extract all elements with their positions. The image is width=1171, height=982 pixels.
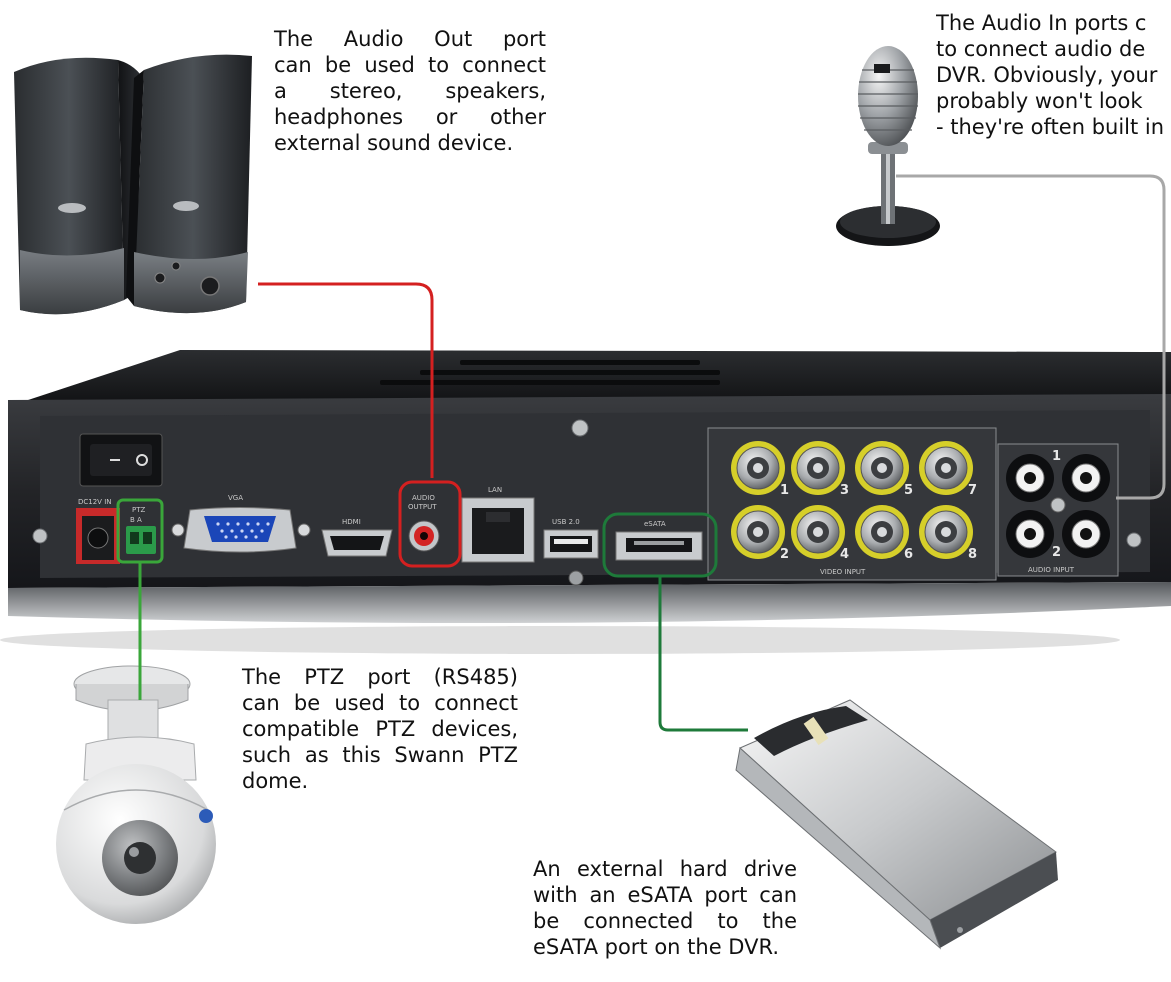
esata-caption-line: be connected to the xyxy=(533,909,797,933)
audio-out-caption-line: can be used to connect xyxy=(274,53,546,77)
audio-out-caption: The Audio Out port can be used to connec… xyxy=(274,26,546,156)
audio-input-port xyxy=(1062,510,1110,558)
audio-output-label-line1: AUDIO xyxy=(412,494,435,502)
vga-label: VGA xyxy=(228,494,243,502)
ptz-pins-label: B A xyxy=(130,516,142,524)
video-input-port xyxy=(731,505,785,559)
video-input-port xyxy=(919,441,973,495)
ptz-label: PTZ xyxy=(132,506,145,514)
esata-connector-line xyxy=(658,576,748,732)
ptz-caption-line: compatible PTZ devices, xyxy=(242,717,518,741)
audio-input-ports xyxy=(1006,454,1110,558)
audio-out-caption-line: external sound device. xyxy=(274,131,514,155)
video-channel-number: 7 xyxy=(968,483,977,498)
hdmi-label: HDMI xyxy=(342,518,361,526)
video-channel-number: 6 xyxy=(904,547,913,562)
speakers-image xyxy=(14,54,252,315)
audio-in-caption-line: probably won't look xyxy=(936,89,1143,113)
audio-out-caption-line: headphones or other xyxy=(274,105,546,129)
video-channel-number: 1 xyxy=(780,483,789,498)
audio-out-caption-line: a stereo, speakers, xyxy=(274,79,546,103)
video-channel-number: 2 xyxy=(780,547,789,562)
video-input-port xyxy=(731,441,785,495)
external-hard-drive-image xyxy=(735,699,1058,950)
video-channel-number: 4 xyxy=(840,547,849,562)
audio-in-caption-line: The Audio In ports c xyxy=(936,11,1147,35)
esata-caption-line: eSATA port on the DVR. xyxy=(533,935,779,959)
video-input-port xyxy=(855,441,909,495)
video-input-label: VIDEO INPUT xyxy=(820,568,866,576)
audio-out-connector-line xyxy=(258,282,434,478)
audio-in-connector-line xyxy=(896,174,1166,500)
audio-in-caption-line: - they're often built in xyxy=(936,115,1165,139)
audio-in-caption: The Audio In ports c to connect audio de… xyxy=(936,10,1171,140)
audio-channel-2: 2 xyxy=(1052,545,1061,560)
usb-label: USB 2.0 xyxy=(552,518,580,526)
ptz-caption-line: can be used to connect xyxy=(242,691,518,715)
audio-output-label-line2: OUTPUT xyxy=(408,503,437,511)
ptz-caption: The PTZ port (RS485) can be used to conn… xyxy=(242,664,518,794)
audio-input-label: AUDIO INPUT xyxy=(1028,566,1075,574)
lan-label: LAN xyxy=(488,486,502,494)
video-input-port xyxy=(919,505,973,559)
audio-in-caption-line: to connect audio de xyxy=(936,37,1146,61)
audio-out-highlight xyxy=(398,480,462,568)
video-input-port xyxy=(791,441,845,495)
ptz-caption-line: dome. xyxy=(242,769,309,793)
audio-input-port xyxy=(1062,454,1110,502)
microphone-image xyxy=(836,46,940,246)
power-in-label: DC12V IN xyxy=(78,498,112,506)
audio-channel-1: 1 xyxy=(1052,449,1061,464)
esata-caption-line: An external hard drive xyxy=(533,857,797,881)
esata-label: eSATA xyxy=(644,520,666,528)
video-channel-number: 3 xyxy=(840,483,849,498)
video-input-port xyxy=(791,505,845,559)
video-channel-number: 5 xyxy=(904,483,913,498)
audio-input-port xyxy=(1006,454,1054,502)
video-channel-number: 8 xyxy=(968,547,977,562)
video-input-ports: 1 3 5 7 2 4 6 8 xyxy=(731,441,977,562)
ptz-caption-line: such as this Swann PTZ xyxy=(242,743,518,767)
ptz-camera-image xyxy=(56,665,216,924)
video-input-port xyxy=(855,505,909,559)
audio-out-caption-line: The Audio Out port xyxy=(274,27,546,51)
ptz-caption-line: The PTZ port (RS485) xyxy=(242,665,518,689)
audio-in-caption-line: DVR. Obviously, your xyxy=(936,63,1158,87)
audio-input-port xyxy=(1006,510,1054,558)
esata-caption-line: with an eSATA port can xyxy=(533,883,797,907)
dvr-unit: DC12V IN PTZ B A VGA HDMI AUDIO OUTPUT xyxy=(0,350,1171,654)
esata-caption: An external hard drive with an eSATA por… xyxy=(533,856,797,960)
